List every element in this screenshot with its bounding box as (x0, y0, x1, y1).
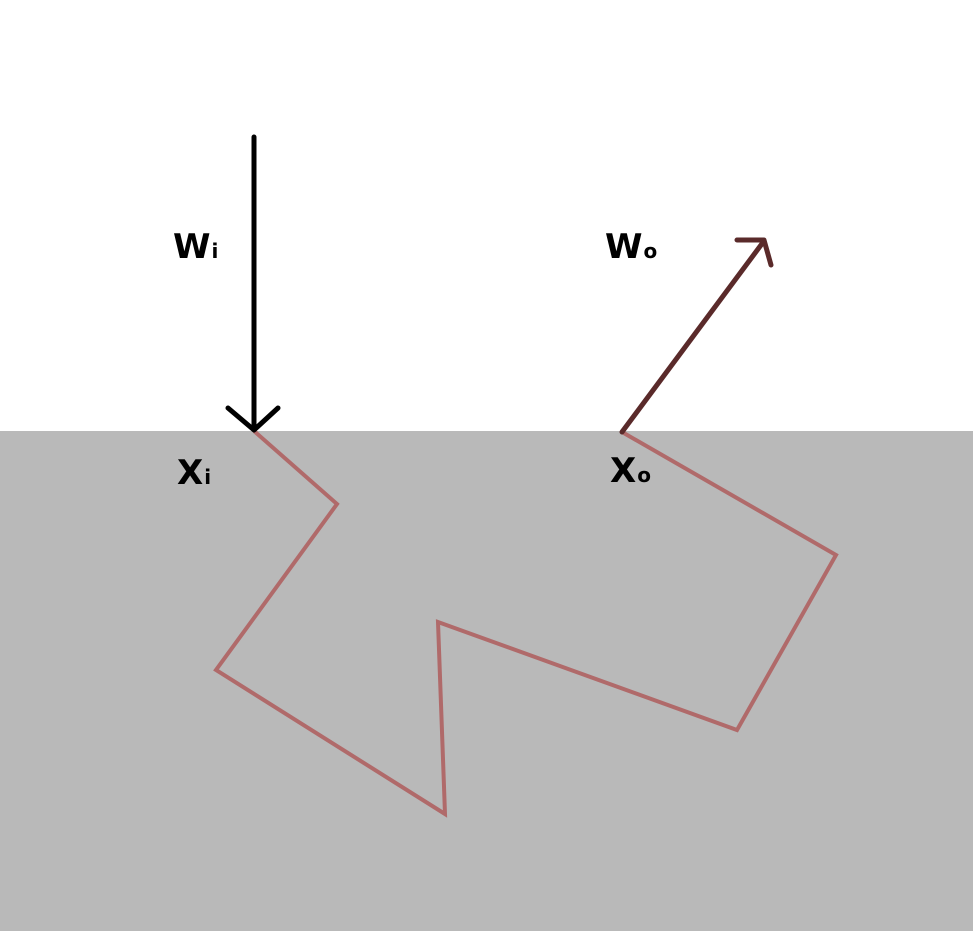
outgoing-direction-main: W (605, 227, 643, 267)
medium-region (0, 431, 973, 931)
incoming-direction-label: Wi (173, 230, 218, 264)
incoming-arrowhead (225, 405, 281, 433)
entry-point-label: Xi (177, 456, 211, 490)
entry-point-main: X (177, 453, 204, 493)
exit-point-label: Xo (610, 454, 651, 488)
entry-point-sub: i (204, 465, 212, 489)
exit-point-sub: o (637, 463, 651, 487)
exit-point-main: X (610, 451, 637, 491)
outgoing-direction-sub: o (643, 239, 658, 263)
scatter-path (213, 429, 839, 818)
outgoing-arrowhead (734, 237, 774, 268)
outgoing-ray (619, 238, 767, 435)
outgoing-direction-label: Wo (605, 230, 657, 264)
incoming-direction-main: W (173, 227, 211, 267)
incoming-direction-sub: i (211, 239, 219, 263)
